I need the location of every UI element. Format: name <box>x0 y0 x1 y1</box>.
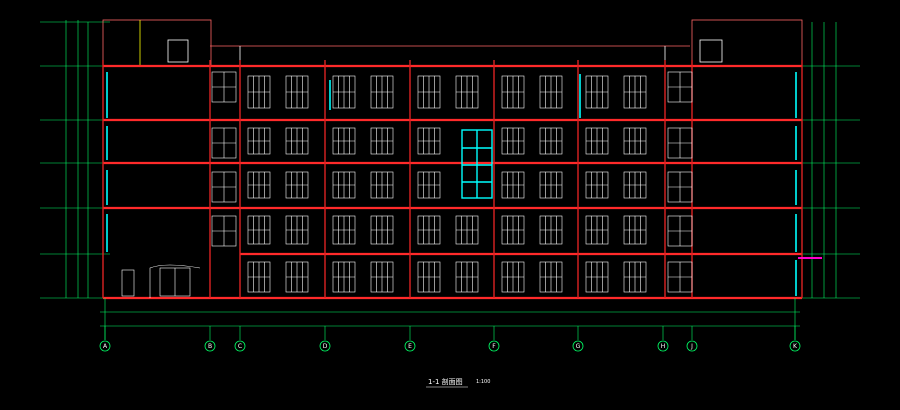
window <box>247 75 271 109</box>
floor-slabs <box>103 64 802 300</box>
window <box>585 127 609 155</box>
window <box>623 215 647 245</box>
window <box>370 261 394 293</box>
stair-window <box>211 171 237 203</box>
drawing-title: 1-1 剖面图 1:100 <box>426 377 490 388</box>
window <box>501 75 525 109</box>
axis-label: A <box>103 343 108 350</box>
window <box>623 127 647 155</box>
window <box>370 171 394 199</box>
glass-strips <box>106 72 797 296</box>
axis-bubble-f: F <box>488 326 500 352</box>
window <box>332 215 356 245</box>
window <box>501 215 525 245</box>
window <box>285 215 309 245</box>
window <box>501 171 525 199</box>
axis-label: D <box>323 343 328 350</box>
axis-bubble-c: C <box>234 326 246 352</box>
axis-label: J <box>690 343 693 350</box>
left-dimension-chain <box>40 20 110 299</box>
stair-window <box>211 127 237 159</box>
axis-bubble-j: J <box>686 326 698 352</box>
axis-label: C <box>238 343 242 350</box>
window <box>285 171 309 199</box>
window <box>370 215 394 245</box>
axis-bubble-d: D <box>319 326 331 352</box>
window <box>370 127 394 155</box>
window <box>247 215 271 245</box>
window <box>285 127 309 155</box>
window <box>332 171 356 199</box>
window <box>585 261 609 293</box>
window <box>247 171 271 199</box>
window <box>585 215 609 245</box>
window <box>539 215 563 245</box>
axis-bubble-a: A <box>99 326 111 352</box>
stair-window <box>667 71 693 103</box>
stair-window <box>667 215 693 247</box>
bottom-dimension <box>100 298 800 340</box>
window <box>623 261 647 293</box>
window <box>247 261 271 293</box>
window <box>285 75 309 109</box>
window <box>585 171 609 199</box>
axis-label: G <box>576 343 581 350</box>
window <box>501 261 525 293</box>
axis-label: K <box>793 343 798 350</box>
window <box>623 171 647 199</box>
stair-window <box>211 71 237 103</box>
axis-bubble-g: G <box>572 326 584 352</box>
axis-label: F <box>492 343 496 350</box>
window <box>417 261 441 293</box>
curtain-wall <box>461 129 493 199</box>
window <box>455 215 479 245</box>
ground-doors <box>121 264 201 298</box>
window <box>285 261 309 293</box>
window <box>539 261 563 293</box>
stair-window <box>667 261 693 293</box>
stair-window <box>667 171 693 203</box>
axis-bubble-h: H <box>657 326 669 352</box>
window-elevations <box>247 75 647 293</box>
window <box>585 75 609 109</box>
axis-bubble-b: B <box>204 326 216 352</box>
drawing-title-text: 1-1 剖面图 <box>428 377 463 386</box>
building-outline <box>102 45 803 298</box>
window <box>370 75 394 109</box>
window <box>539 127 563 155</box>
window <box>417 215 441 245</box>
axis-label: B <box>208 343 212 350</box>
window <box>417 171 441 199</box>
left-penthouse <box>102 19 212 67</box>
window <box>332 127 356 155</box>
window <box>417 127 441 155</box>
window <box>539 171 563 199</box>
window <box>247 127 271 155</box>
drawing-scale-text: 1:100 <box>476 379 490 385</box>
stair-windows <box>211 71 693 293</box>
window <box>455 261 479 293</box>
axis-label: H <box>661 343 666 350</box>
column-lines <box>102 60 803 298</box>
window <box>455 75 479 109</box>
window <box>539 75 563 109</box>
window <box>623 75 647 109</box>
stair-window <box>211 215 237 247</box>
axis-bubble-e: E <box>404 326 416 352</box>
stair-window <box>667 127 693 159</box>
axis-label: E <box>408 343 412 350</box>
window <box>501 127 525 155</box>
axis-bubble-k: K <box>789 326 801 352</box>
window <box>332 75 356 109</box>
window <box>417 75 441 109</box>
right-penthouse <box>691 19 803 67</box>
right-dimension-chain <box>790 22 860 299</box>
window <box>332 261 356 293</box>
